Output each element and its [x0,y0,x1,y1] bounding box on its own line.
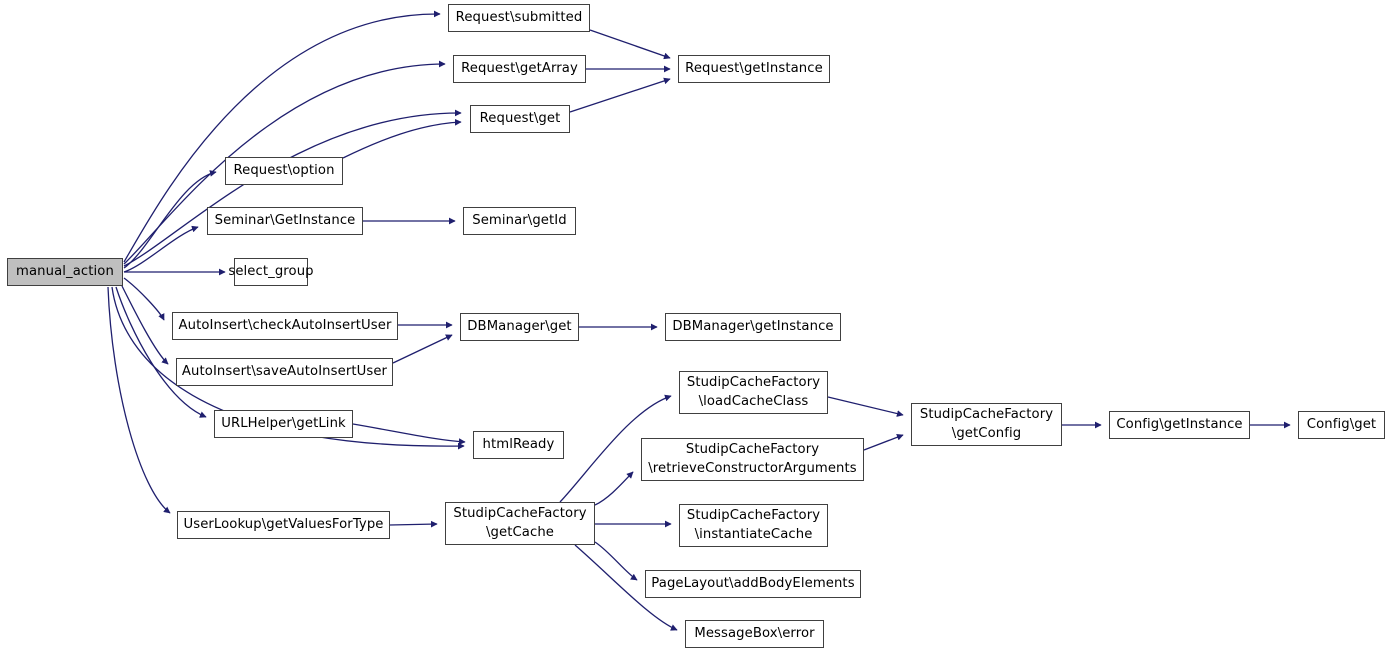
node-label: AutoInsert\saveAutoInsertUser [181,363,388,379]
call-edge [352,423,466,445]
call-edge [121,285,169,365]
call-edge [594,471,634,506]
node-config-get[interactable]: Config\get [1298,411,1385,439]
node-label: Request\get [479,110,561,126]
node-label: StudipCacheFactory \getConfig [919,407,1054,441]
node-label: PageLayout\addBodyElements [651,575,855,591]
node-label: MessageBox\error [694,625,815,641]
node-label: URLHelper\getLink [221,415,346,431]
node-seminar-getid[interactable]: Seminar\getId [463,207,576,235]
node-label: Request\getArray [461,60,578,76]
node-label: Request\option [233,162,335,178]
node-manual-action[interactable]: manual_action [7,258,123,286]
node-label: Seminar\GetInstance [214,212,356,228]
node-label: DBManager\get [467,318,572,334]
call-edge [123,277,165,321]
node-label: select_group [228,263,314,279]
node-scf-retrieveargs[interactable]: StudipCacheFactory \retrieveConstructorA… [641,438,864,481]
node-label: Seminar\getId [472,212,567,228]
call-edge [827,396,904,417]
node-select-group[interactable]: select_group [228,258,314,286]
node-label: Request\submitted [455,9,583,25]
node-seminar-getinstance[interactable]: Seminar\GetInstance [207,207,363,235]
node-request-submitted[interactable]: Request\submitted [448,4,590,32]
call-edge [123,109,462,267]
node-label: manual_action [16,263,114,279]
node-label: StudipCacheFactory \getCache [453,506,587,540]
node-urlhelper-getlink[interactable]: URLHelper\getLink [214,410,353,438]
node-label: StudipCacheFactory \instantiateCache [686,508,821,542]
node-scf-getcache[interactable]: StudipCacheFactory \getCache [445,502,595,545]
call-edge [123,225,199,273]
node-label: StudipCacheFactory \loadCacheClass [686,375,821,409]
node-dbmanager-getinstance[interactable]: DBManager\getInstance [665,313,841,341]
node-label: AutoInsert\checkAutoInsertUser [178,317,392,333]
node-request-get[interactable]: Request\get [470,105,570,133]
call-edge [389,520,438,528]
node-scf-loadcacheclass[interactable]: StudipCacheFactory \loadCacheClass [679,371,828,414]
node-label: Config\getInstance [1116,416,1243,432]
call-edge [107,286,171,514]
node-config-getinstance[interactable]: Config\getInstance [1109,411,1250,439]
node-label: DBManager\getInstance [672,318,834,334]
node-label: UserLookup\getValuesForType [183,516,384,532]
call-edge [115,286,207,418]
node-dbmanager-get[interactable]: DBManager\get [460,313,579,341]
call-edge [392,334,453,364]
call-edge [342,118,462,159]
node-scf-instantiate[interactable]: StudipCacheFactory \instantiateCache [679,504,828,547]
node-request-option[interactable]: Request\option [225,157,343,185]
node-label: Config\get [1306,416,1377,432]
node-request-getinstance[interactable]: Request\getInstance [678,55,830,83]
node-label: htmlReady [482,436,555,452]
call-edge [123,170,217,269]
call-edge [594,541,638,581]
node-request-getarray[interactable]: Request\getArray [453,55,586,83]
node-scf-getconfig[interactable]: StudipCacheFactory \getConfig [911,403,1062,446]
node-userlookup-values[interactable]: UserLookup\getValuesForType [177,511,390,539]
node-messagebox-error[interactable]: MessageBox\error [685,620,824,648]
call-edge [863,434,904,451]
node-label: Request\getInstance [685,60,823,76]
node-label: StudipCacheFactory \retrieveConstructorA… [648,442,857,476]
call-edge [589,29,671,60]
node-htmlready[interactable]: htmlReady [473,431,564,459]
call-edge [569,77,671,113]
node-ai-save[interactable]: AutoInsert\saveAutoInsertUser [176,358,393,386]
node-ai-check[interactable]: AutoInsert\checkAutoInsertUser [172,312,398,340]
node-pagelayout-addbody[interactable]: PageLayout\addBodyElements [645,570,861,598]
